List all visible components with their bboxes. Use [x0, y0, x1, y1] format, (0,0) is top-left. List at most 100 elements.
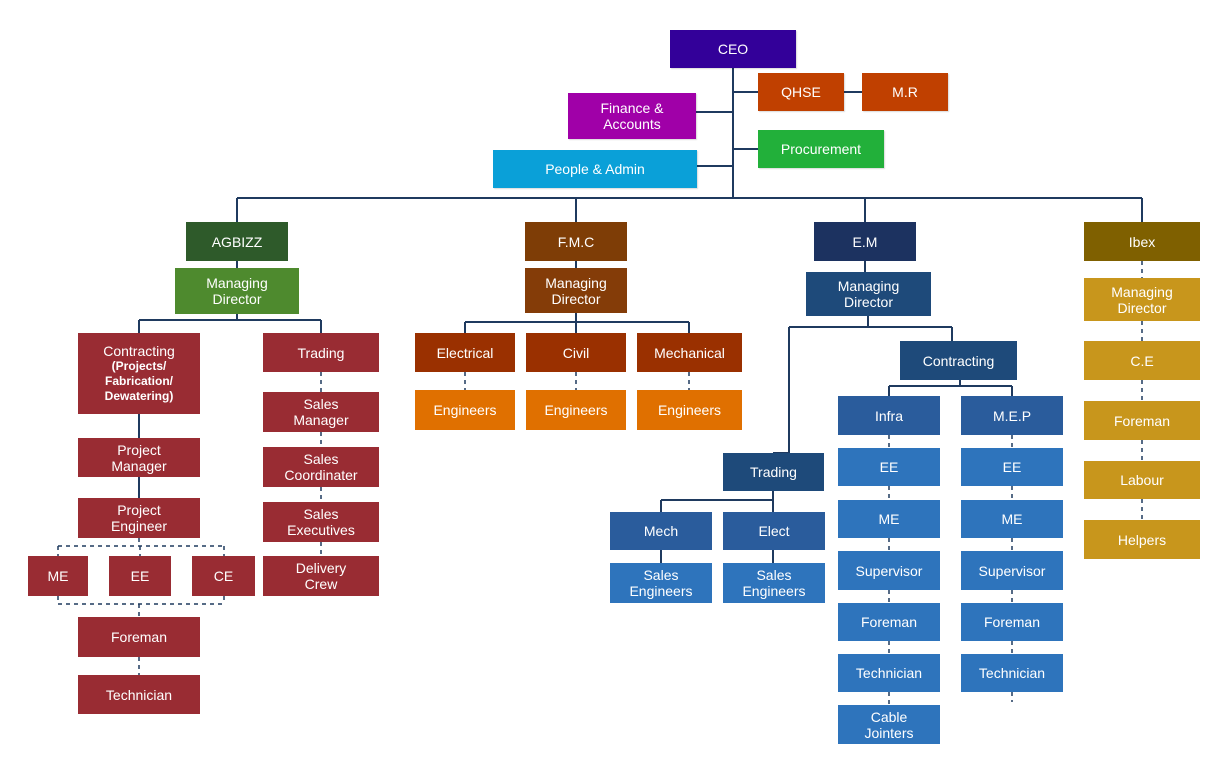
- elect-sales-engineers-label: Sales Engineers: [742, 567, 806, 599]
- infra-foreman-label: Foreman: [860, 614, 918, 630]
- mechanical-box: Mechanical: [637, 333, 742, 372]
- agbizz-technician-box: Technician: [78, 675, 200, 714]
- ibex-label: Ibex: [1128, 233, 1156, 250]
- sales-coordinator-box: Sales Coordinater: [263, 447, 379, 487]
- qhse-label: QHSE: [781, 84, 821, 100]
- people-admin-box: People & Admin: [493, 150, 697, 188]
- ibex-ce-label: C.E: [1130, 352, 1154, 369]
- mep-me-label: ME: [1001, 511, 1023, 527]
- mep-label: M.E.P: [992, 407, 1032, 424]
- agbizz-md-label: Managing Director: [206, 275, 268, 307]
- infra-ee-box: EE: [838, 448, 940, 486]
- project-manager-box: Project Manager: [78, 438, 200, 477]
- civil-engineers-label: Engineers: [544, 402, 608, 418]
- sales-executives-label: Sales Executives: [287, 506, 355, 538]
- procurement-label: Procurement: [780, 141, 862, 157]
- infra-supervisor-label: Supervisor: [855, 562, 923, 579]
- civil-box: Civil: [526, 333, 626, 372]
- agbizz-foreman-box: Foreman: [78, 617, 200, 657]
- mep-technician-box: Technician: [961, 654, 1063, 692]
- fmc-md-label: Managing Director: [545, 274, 607, 307]
- mep-supervisor-box: Supervisor: [961, 551, 1063, 590]
- procurement-box: Procurement: [758, 130, 884, 168]
- delivery-crew-label: Delivery Crew: [295, 560, 347, 592]
- agbizz-me-label: ME: [47, 568, 69, 584]
- project-engineer-box: Project Engineer: [78, 498, 200, 538]
- agbizz-ce-label: CE: [213, 568, 234, 584]
- agbizz-me-box: ME: [28, 556, 88, 596]
- finance-label: Finance & Accounts: [600, 100, 664, 132]
- mep-foreman-box: Foreman: [961, 603, 1063, 641]
- mep-box: M.E.P: [961, 396, 1063, 435]
- mep-ee-box: EE: [961, 448, 1063, 486]
- em-contracting-box: Contracting: [900, 341, 1017, 380]
- mep-supervisor-label: Supervisor: [978, 562, 1046, 579]
- agbizz-technician-label: Technician: [105, 686, 173, 703]
- em-md-label: Managing Director: [837, 278, 900, 310]
- em-contracting-label: Contracting: [922, 352, 995, 369]
- sales-executives-box: Sales Executives: [263, 502, 379, 542]
- mechanical-label: Mechanical: [654, 344, 725, 361]
- agbizz-ee-box: EE: [109, 556, 171, 596]
- infra-me-box: ME: [838, 500, 940, 538]
- electrical-box: Electrical: [415, 333, 515, 372]
- ibex-labour-label: Labour: [1120, 472, 1164, 488]
- agbizz-foreman-label: Foreman: [110, 629, 168, 645]
- mr-box: M.R: [862, 73, 948, 111]
- em-box: E.M: [814, 222, 916, 261]
- elect-sales-engineers-box: Sales Engineers: [723, 563, 825, 603]
- agbizz-contracting-box: Contracting (Projects/ Fabrication/ Dewa…: [78, 333, 200, 414]
- electrical-engineers-label: Engineers: [433, 402, 497, 418]
- sales-coordinator-label: Sales Coordinater: [284, 451, 358, 483]
- infra-box: Infra: [838, 396, 940, 435]
- ceo-label: CEO: [717, 41, 749, 57]
- ibex-foreman-box: Foreman: [1084, 401, 1200, 440]
- project-engineer-label: Project Engineer: [110, 502, 168, 534]
- agbizz-contracting-sub: (Projects/ Fabrication/ Dewatering): [104, 359, 174, 403]
- sales-manager-label: Sales Manager: [293, 396, 349, 428]
- ibex-md-box: Managing Director: [1084, 278, 1200, 321]
- cable-jointers-label: Cable Jointers: [864, 708, 914, 741]
- agbizz-ee-label: EE: [130, 568, 150, 584]
- agbizz-contracting-label: Contracting: [103, 343, 175, 359]
- agbizz-trading-label: Trading: [297, 344, 345, 361]
- mech-sales-engineers-box: Sales Engineers: [610, 563, 712, 603]
- ibex-helpers-label: Helpers: [1117, 531, 1167, 548]
- mep-foreman-label: Foreman: [983, 614, 1041, 630]
- em-label: E.M: [852, 233, 878, 250]
- ibex-ce-box: C.E: [1084, 341, 1200, 380]
- mech-label: Mech: [643, 523, 679, 539]
- em-trading-box: Trading: [723, 453, 824, 491]
- agbizz-md-box: Managing Director: [175, 268, 299, 314]
- fmc-box: F.M.C: [525, 222, 627, 261]
- infra-ee-label: EE: [879, 459, 899, 475]
- civil-engineers-box: Engineers: [526, 390, 626, 430]
- ibex-box: Ibex: [1084, 222, 1200, 261]
- infra-supervisor-box: Supervisor: [838, 551, 940, 590]
- ibex-helpers-box: Helpers: [1084, 520, 1200, 559]
- elect-box: Elect: [723, 512, 825, 550]
- mech-sales-engineers-label: Sales Engineers: [629, 567, 693, 599]
- mechanical-engineers-box: Engineers: [637, 390, 742, 430]
- ibex-foreman-label: Foreman: [1113, 412, 1171, 429]
- elect-label: Elect: [758, 523, 790, 539]
- delivery-crew-box: Delivery Crew: [263, 556, 379, 596]
- infra-technician-label: Technician: [855, 665, 923, 681]
- qhse-box: QHSE: [758, 73, 844, 111]
- ibex-md-label: Managing Director: [1111, 283, 1173, 316]
- agbizz-trading-box: Trading: [263, 333, 379, 372]
- fmc-label: F.M.C: [557, 233, 595, 250]
- cable-jointers-box: Cable Jointers: [838, 705, 940, 744]
- mechanical-engineers-label: Engineers: [657, 402, 722, 418]
- electrical-engineers-box: Engineers: [415, 390, 515, 430]
- sales-manager-box: Sales Manager: [263, 392, 379, 432]
- agbizz-ce-box: CE: [192, 556, 255, 596]
- em-md-box: Managing Director: [806, 272, 931, 316]
- people-admin-label: People & Admin: [545, 161, 645, 177]
- agbizz-label: AGBIZZ: [211, 233, 263, 250]
- ibex-labour-box: Labour: [1084, 461, 1200, 499]
- electrical-label: Electrical: [436, 344, 494, 361]
- project-manager-label: Project Manager: [111, 441, 167, 474]
